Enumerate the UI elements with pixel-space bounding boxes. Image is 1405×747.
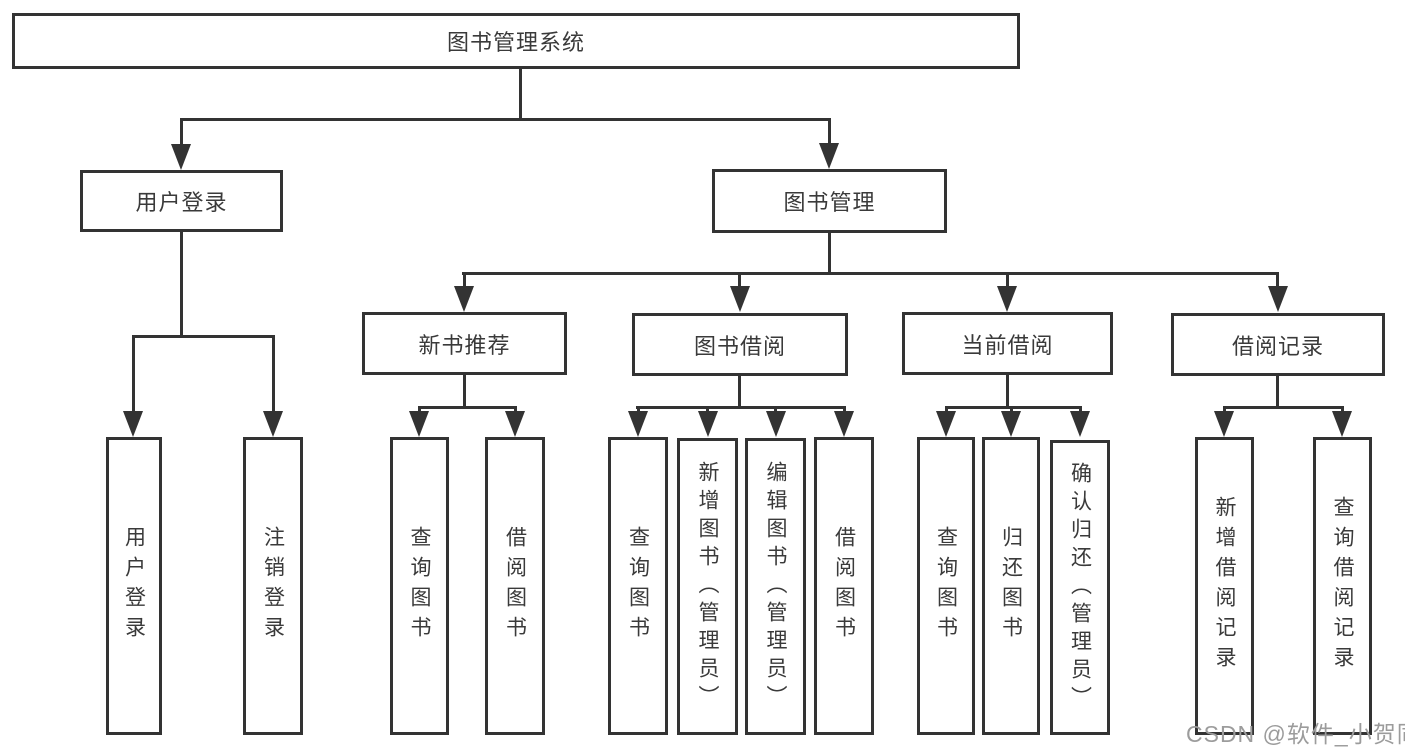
connector-cb-drop-2 [1010,406,1013,413]
connector-bm-drop-1 [463,272,466,288]
connector-bb-drop-4 [843,406,846,413]
connector-ul-drop-2 [272,335,275,413]
connector-user-login-drop [180,118,183,146]
leaf-nbr-borrow-books: 借阅图书 [485,437,545,735]
leaf-bb-add-books-admin: 新增图书（管理员） [677,438,738,735]
leaf-bb-borrow-books: 借阅图书 [814,437,874,735]
arrow-down-icon [766,411,786,437]
node-new-book-recommend: 新书推荐 [362,312,567,375]
connector-nbr-drop-1 [418,406,421,413]
arrow-down-icon [454,286,474,312]
leaf-cb-return-books: 归还图书 [982,437,1040,735]
connector-bm-bar [462,272,1279,275]
connector-bm-stem [828,233,831,274]
leaf-cb-confirm-return-admin: 确认归还（管理员） [1050,440,1110,735]
node-current-borrowing-label: 当前借阅 [961,332,1054,358]
leaf-user-login: 用户登录 [106,437,162,735]
connector-br-drop-1 [1223,406,1226,413]
watermark-text: CSDN @软件_小贺同学 [1186,721,1405,747]
node-current-borrowing: 当前借阅 [902,312,1113,375]
connector-br-drop-2 [1341,406,1344,413]
arrow-down-icon [936,411,956,437]
connector-br-stem [1276,376,1279,408]
connector-root-stem [519,69,522,121]
connector-bm-drop-4 [1276,272,1279,288]
connector-nbr-bar [418,406,517,409]
arrow-down-icon [505,411,525,437]
leaf-label: 确认归还（管理员） [1068,461,1092,714]
arrow-down-icon [171,144,191,170]
leaf-bb-edit-books-admin: 编辑图书（管理员） [745,438,806,735]
arrow-down-icon [123,411,143,437]
leaf-br-query-borrow-record: 查询借阅记录 [1313,437,1372,735]
arrow-down-icon [834,411,854,437]
connector-cb-stem [1006,375,1009,408]
arrow-down-icon [1214,411,1234,437]
arrow-down-icon [628,411,648,437]
leaf-nbr-query-books: 查询图书 [390,437,449,735]
leaf-label: 借阅图书 [503,526,527,646]
connector-cb-drop-3 [1079,406,1082,413]
leaf-label: 编辑图书（管理员） [764,460,787,713]
node-borrowing-records: 借阅记录 [1171,313,1385,376]
leaf-label: 用户登录 [122,526,146,646]
connector-br-bar [1223,406,1344,409]
node-root-label: 图书管理系统 [446,30,585,55]
leaf-label: 注销登录 [261,526,285,646]
arrow-down-icon [1268,286,1288,312]
leaf-label: 新增借阅记录 [1213,496,1236,676]
connector-root-bar [180,118,831,121]
connector-book-mgmt-drop [828,118,831,145]
leaf-label: 查询图书 [626,526,650,646]
connector-bb-bar [636,406,845,409]
leaf-label: 查询图书 [408,526,431,646]
node-user-login: 用户登录 [80,170,283,232]
arrow-down-icon [1001,411,1021,437]
arrow-down-icon [263,411,283,437]
connector-nbr-drop-2 [514,406,517,413]
node-user-login-label: 用户登录 [135,190,228,215]
node-book-borrowing: 图书借阅 [632,313,848,376]
connector-ul-bar [132,335,275,338]
leaf-label: 归还图书 [999,526,1023,646]
leaf-label: 新增图书（管理员） [696,460,719,713]
leaf-bb-query-books: 查询图书 [608,437,668,735]
node-book-borrowing-label: 图书借阅 [693,333,786,359]
leaf-cb-query-books: 查询图书 [917,437,975,735]
arrow-down-icon [730,286,750,312]
connector-cb-drop-1 [945,406,948,413]
connector-ul-drop-1 [132,335,135,413]
connector-bb-stem [738,376,741,408]
leaf-logout-login: 注销登录 [243,437,303,735]
connector-nbr-stem [463,375,466,408]
arrow-down-icon [997,286,1017,312]
connector-cb-bar [945,406,1082,409]
arrow-down-icon [819,143,839,169]
leaf-label: 查询借阅记录 [1331,496,1354,676]
arrow-down-icon [698,411,718,437]
watermark: CSDN @软件_小贺同学 [1186,715,1405,747]
arrow-down-icon [409,411,429,437]
node-book-management-label: 图书管理 [783,190,876,215]
node-new-book-recommend-label: 新书推荐 [418,332,511,358]
connector-bb-drop-3 [774,406,777,413]
arrow-down-icon [1332,411,1352,437]
leaf-label: 查询图书 [934,526,958,646]
arrow-down-icon [1070,411,1090,437]
node-book-management: 图书管理 [712,169,947,233]
leaf-label: 借阅图书 [832,526,856,646]
leaf-br-add-borrow-record: 新增借阅记录 [1195,437,1254,735]
connector-bb-drop-1 [637,406,640,413]
connector-bm-drop-2 [738,272,741,288]
connector-ul-stem [180,232,183,337]
connector-bm-drop-3 [1006,272,1009,288]
node-borrowing-records-label: 借阅记录 [1231,333,1324,359]
node-root: 图书管理系统 [12,13,1020,69]
connector-bb-drop-2 [706,406,709,413]
